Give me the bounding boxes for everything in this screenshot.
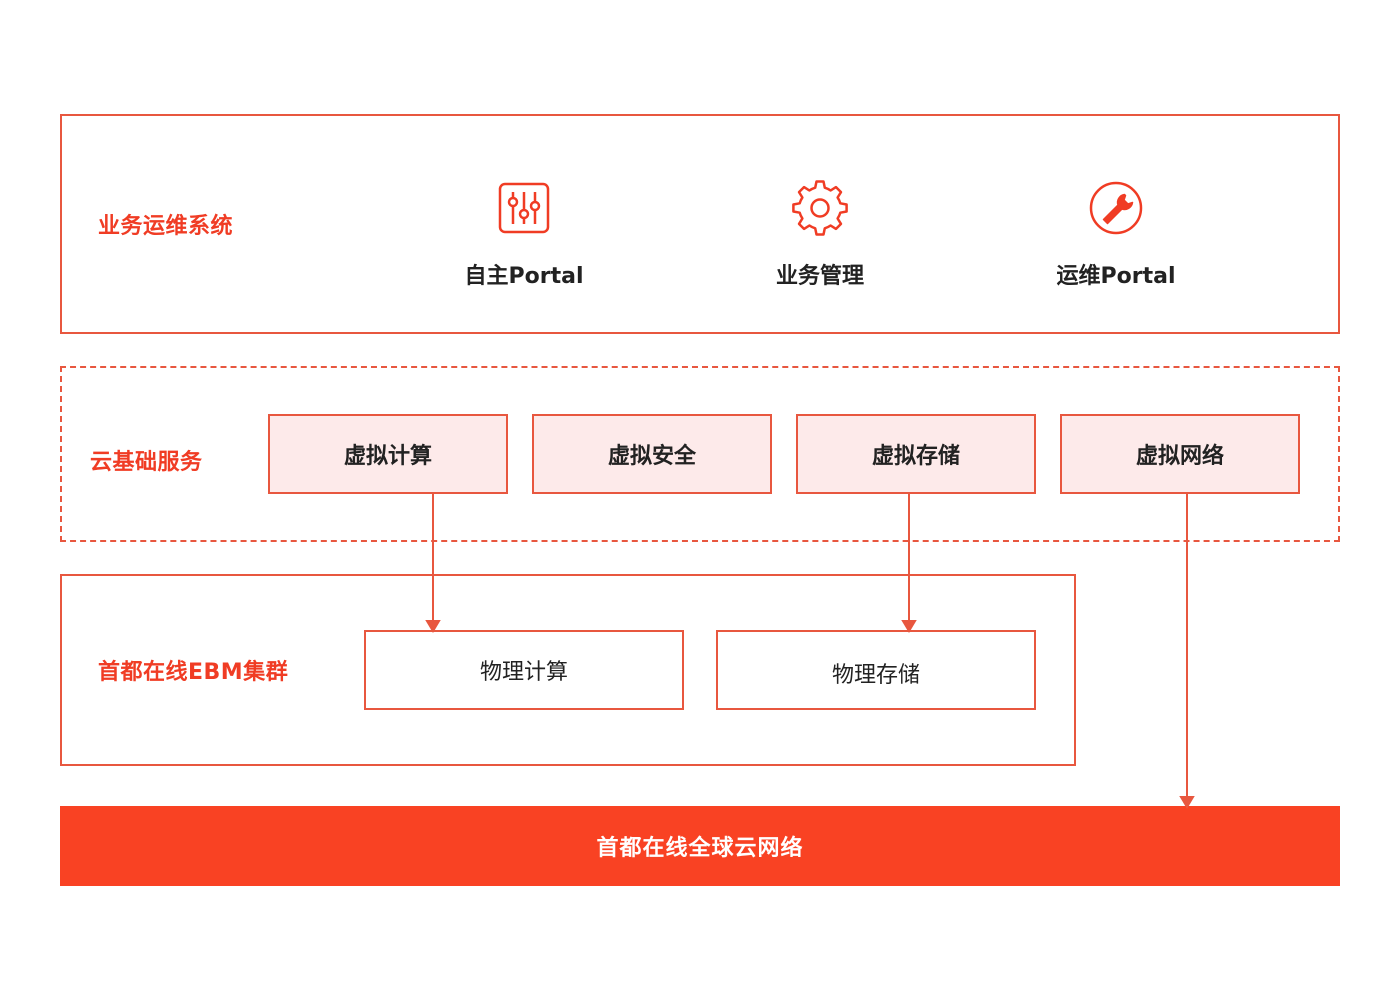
physical-compute[interactable]: 物理计算	[364, 630, 684, 710]
ops-item-ops-portal[interactable]: 运维Portal	[996, 180, 1236, 290]
global-network-bar[interactable]: 首都在线全球云网络	[60, 806, 1340, 886]
ops-item-self-portal[interactable]: 自主Portal	[404, 180, 644, 290]
ops-item-label: 运维Portal	[1056, 264, 1176, 289]
service-virtual-compute[interactable]: 虚拟计算	[268, 414, 508, 494]
service-virtual-storage[interactable]: 虚拟存储	[796, 414, 1036, 494]
arrow-compute-head	[425, 620, 441, 633]
arrow-storage-head	[901, 620, 917, 633]
ebm-cluster-panel	[60, 574, 1076, 766]
sliders-icon	[498, 182, 550, 234]
service-virtual-security[interactable]: 虚拟安全	[532, 414, 772, 494]
ops-item-business-mgmt[interactable]: 业务管理	[700, 180, 940, 290]
ops-system-label: 业务运维系统	[98, 214, 234, 239]
ops-item-label: 自主Portal	[464, 264, 584, 289]
gear-icon	[792, 180, 848, 236]
ops-system-panel	[60, 114, 1340, 334]
cloud-services-panel	[60, 366, 1340, 542]
ebm-cluster-label: 首都在线EBM集群	[98, 660, 289, 685]
arrow-network-head	[1179, 796, 1195, 809]
physical-storage[interactable]: 物理存储	[716, 630, 1036, 710]
ops-item-label: 业务管理	[775, 264, 864, 289]
wrench-icon	[1089, 181, 1143, 235]
cloud-services-label: 云基础服务	[90, 450, 203, 475]
service-virtual-network[interactable]: 虚拟网络	[1060, 414, 1300, 494]
